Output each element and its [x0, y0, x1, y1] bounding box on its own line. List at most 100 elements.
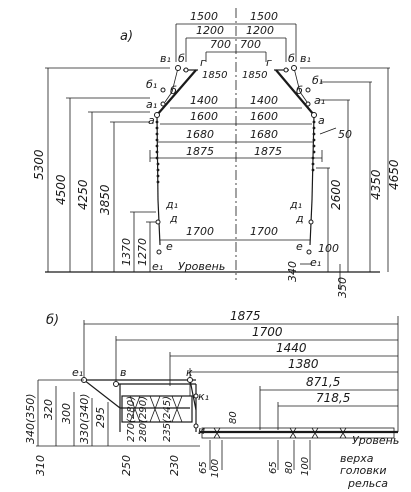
dim-1850-left: 1850	[202, 70, 227, 81]
view-b-structure	[83, 379, 398, 439]
dim-1370: 1370	[120, 238, 133, 266]
dim-340: 340	[286, 261, 299, 282]
dim-b-330-340: 330(340)	[78, 393, 91, 444]
label-e-right: е	[296, 240, 303, 253]
dim-1600-left: 1600	[190, 110, 218, 123]
dim-b-80-bottom: 80	[284, 461, 295, 474]
right-vertical-dims	[300, 67, 390, 290]
view-b-label: б)	[46, 313, 59, 328]
dim-1500-right: 1500	[250, 10, 278, 23]
dim-b-65-left: 65	[198, 461, 209, 474]
label-a-right: а	[318, 114, 325, 127]
dim-1875-left: 1875	[186, 145, 214, 158]
dim-b-1380: 1380	[288, 357, 319, 371]
label-g-left: г	[200, 56, 206, 69]
level-label-b: Уровень	[352, 434, 399, 447]
dim-1400-left: 1400	[190, 94, 218, 107]
rail-label-3: рельса	[347, 477, 388, 490]
dim-b-320: 320	[42, 399, 55, 420]
left-vertical-dims	[45, 67, 170, 272]
label-a1-right: а₁	[314, 94, 325, 107]
label-d1-right: д₁	[289, 198, 302, 211]
dim-100: 100	[318, 242, 339, 255]
dim-b-310: 310	[34, 455, 47, 476]
dim-b-100-left: 100	[210, 459, 221, 478]
label-b-k1: к₁	[198, 390, 209, 403]
label-a-left: а	[148, 114, 155, 127]
dim-b-300: 300	[60, 403, 73, 424]
dim-1270: 1270	[136, 238, 149, 266]
label-b-left-2: б	[170, 84, 177, 97]
label-b1-right: б₁	[312, 74, 323, 87]
dim-b-65-right: 65	[268, 461, 279, 474]
label-b1-left: б₁	[146, 78, 157, 91]
view-b: б) 1875 1700 1440 1380 871,5 718,5	[24, 309, 399, 490]
dim-1500-left: 1500	[190, 10, 218, 23]
dim-1600-right: 1600	[250, 110, 278, 123]
label-b-right-2: б	[296, 84, 303, 97]
left-dotted-profile	[155, 120, 160, 184]
label-d-right: д	[295, 212, 304, 225]
dim-b-1875: 1875	[230, 309, 261, 323]
dim-4250: 4250	[76, 179, 90, 210]
label-b-left: б	[178, 52, 185, 65]
dim-1400-right: 1400	[250, 94, 278, 107]
dim-700-left: 700	[210, 38, 231, 51]
dim-b-270-280: 270(280)	[126, 396, 137, 442]
dim-1875-right: 1875	[254, 145, 282, 158]
view-a: 1500 1500 1200 1200 700 700 а)	[32, 8, 401, 298]
label-a1-left: а₁	[146, 98, 157, 111]
dim-4350: 4350	[369, 169, 383, 200]
dim-1700-left: 1700	[186, 225, 214, 238]
dim-b-1700: 1700	[252, 325, 283, 339]
label-e1-left: е₁	[152, 260, 163, 273]
dim-4500: 4500	[54, 174, 68, 205]
dim-b-295: 295	[94, 407, 107, 428]
dim-b-80-upper: 80	[228, 411, 239, 424]
right-dotted-profile	[311, 120, 316, 172]
dim-5300: 5300	[32, 149, 46, 180]
view-a-label: а)	[120, 29, 133, 44]
label-g-right: г	[266, 56, 272, 69]
level-label-a: Уровень	[178, 260, 225, 273]
label-e1-right: е₁	[310, 256, 321, 269]
label-b-i: и	[198, 424, 205, 437]
dim-50-leader	[319, 127, 337, 135]
label-e-left: е	[166, 240, 173, 253]
label-b-k: к	[186, 366, 193, 379]
dim-1200-left: 1200	[196, 24, 224, 37]
dim-b-340-350: 340(350)	[24, 393, 37, 444]
dim-1200-right: 1200	[246, 24, 274, 37]
dim-3850: 3850	[98, 184, 112, 215]
dim-350: 350	[336, 277, 349, 298]
label-b-e1: е₁	[72, 366, 83, 379]
dim-b-250: 250	[120, 455, 133, 476]
middle-dimension-lines	[149, 107, 323, 162]
dim-1700-right: 1700	[250, 225, 278, 238]
dim-1850-right: 1850	[242, 70, 267, 81]
label-v1-left: в₁	[160, 52, 171, 65]
view-b-left-vertical-dims	[36, 379, 200, 447]
label-d-left: д	[169, 212, 178, 225]
dim-b-718: 718,5	[316, 391, 350, 405]
view-a-points	[154, 65, 317, 255]
dim-b-230: 230	[168, 455, 181, 476]
dim-1680-left: 1680	[186, 128, 214, 141]
label-d1-left: д₁	[165, 198, 178, 211]
rail-label-1: верха	[340, 452, 374, 465]
label-v1-right: в₁	[300, 52, 311, 65]
dim-b-280-290: 280(290)	[138, 396, 149, 442]
label-b-right: б	[288, 52, 295, 65]
dim-b-871: 871,5	[306, 375, 340, 389]
label-b-v: в	[120, 366, 126, 379]
dim-2600: 2600	[329, 179, 343, 210]
dim-4650: 4650	[387, 159, 401, 190]
dim-1680-right: 1680	[250, 128, 278, 141]
dim-b-1440: 1440	[276, 341, 307, 355]
top-dimension-lines	[175, 23, 297, 62]
rail-label-2: головки	[340, 464, 387, 477]
dim-b-100-right: 100	[300, 457, 311, 476]
dim-50: 50	[338, 128, 352, 141]
